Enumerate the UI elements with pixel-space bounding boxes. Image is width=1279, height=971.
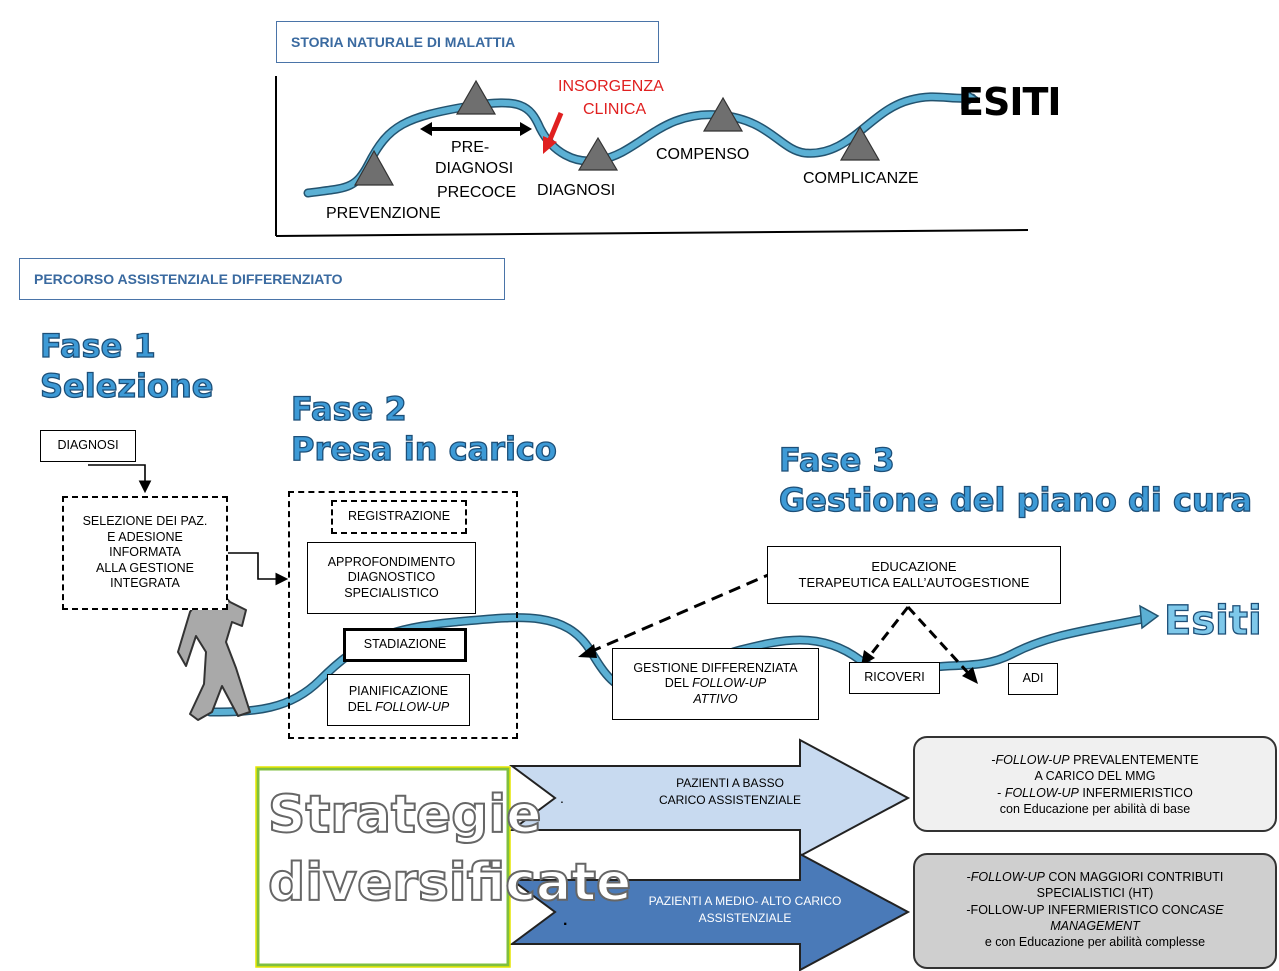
triangle-diagnosi: [577, 136, 619, 171]
connector-diagnosi-selezione: [88, 464, 152, 494]
box-high-care-followup: -FOLLOW-UP CON MAGGIORI CONTRIBUTI SPECI…: [913, 853, 1277, 969]
box-adi: ADI: [1008, 663, 1058, 695]
triangle-pre-diagnosi: [455, 79, 497, 115]
arrow-high-care: [508, 852, 911, 971]
connector-selezione-fase2: [228, 552, 289, 586]
arrow-low-dot: .: [560, 790, 564, 806]
triangle-prevenzione: [353, 149, 395, 186]
box-stadiazione: STADIAZIONE: [343, 628, 467, 662]
wave-arrowhead: [961, 86, 980, 110]
fase2-container: [288, 491, 518, 739]
pathway-header: PERCORSO ASSISTENZIALE DIFFERENZIATO: [19, 258, 505, 300]
label-esiti-bottom: Esiti: [1163, 597, 1262, 644]
box-gestione-followup: GESTIONE DIFFERENZIATA DEL FOLLOW-UP ATT…: [612, 648, 819, 720]
natural-history-header: STORIA NATURALE DI MALATTIA: [276, 21, 659, 63]
label-diagnosi-precoce-1: DIAGNOSI: [435, 160, 514, 177]
strategie-frame: [256, 767, 510, 967]
label-pre: PRE-: [451, 139, 490, 156]
label-diagnosi: DIAGNOSI: [537, 182, 616, 199]
label-esiti-top: ESITI: [958, 80, 1062, 124]
label-diagnosi-precoce-2: PRECOCE: [437, 184, 517, 201]
label-complicanze: COMPLICANZE: [803, 170, 919, 187]
label-insorgenza-2: CLINICA: [583, 101, 647, 118]
box-pianificazione: PIANIFICAZIONE DEL FOLLOW-UP: [327, 674, 470, 726]
pathway-arrowhead: [1139, 604, 1160, 630]
x-axis-line: [275, 229, 1029, 237]
dashed-arrow-to-ricoveri: [866, 606, 910, 659]
insorgenza-pointer-arrow: [546, 112, 564, 143]
box-diagnosi: DIAGNOSI: [40, 430, 136, 462]
triangle-compenso: [702, 96, 744, 132]
arrow-high-dot: .: [563, 912, 568, 929]
label-insorgenza-1: INSORGENZA: [558, 78, 664, 95]
dashed-arrow-to-gestione: [589, 570, 776, 654]
box-registrazione: REGISTRAZIONE: [331, 500, 467, 534]
box-ricoveri: RICOVERI: [849, 662, 940, 694]
triangle-complicanze: [839, 125, 881, 161]
box-low-care-followup: -FOLLOW-UP PREVALENTEMENTE A CARICO DEL …: [913, 736, 1277, 832]
label-prevenzione: PREVENZIONE: [326, 205, 441, 222]
label-compenso: COMPENSO: [656, 146, 750, 163]
